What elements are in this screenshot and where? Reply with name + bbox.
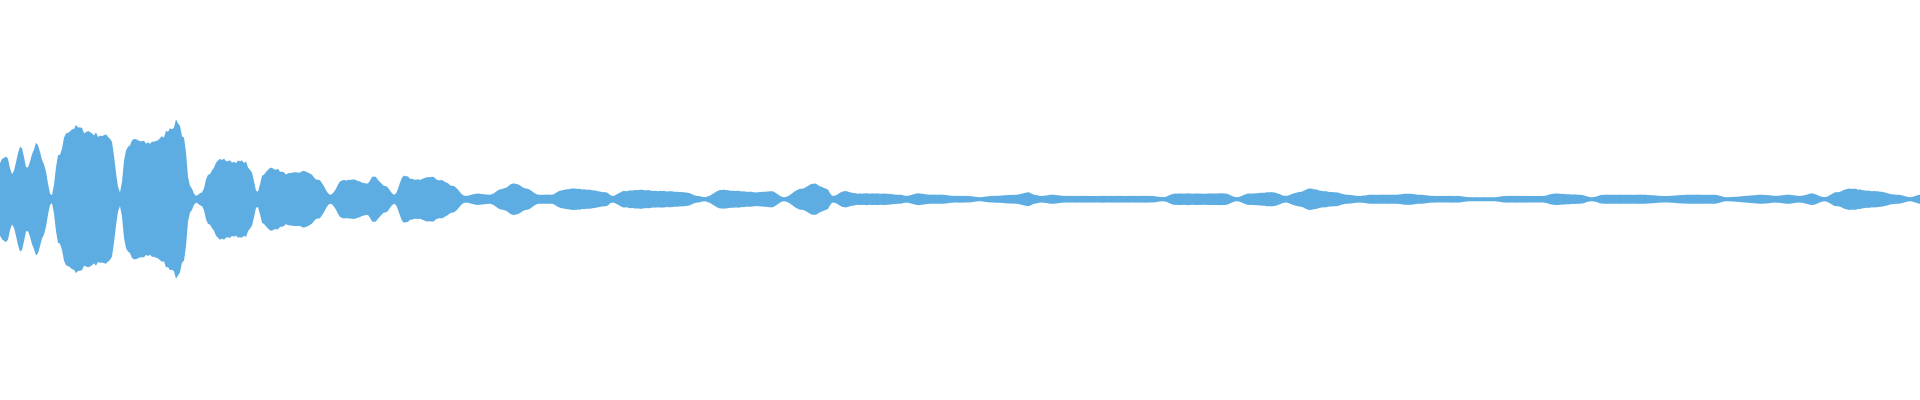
waveform-shape	[0, 119, 1920, 279]
